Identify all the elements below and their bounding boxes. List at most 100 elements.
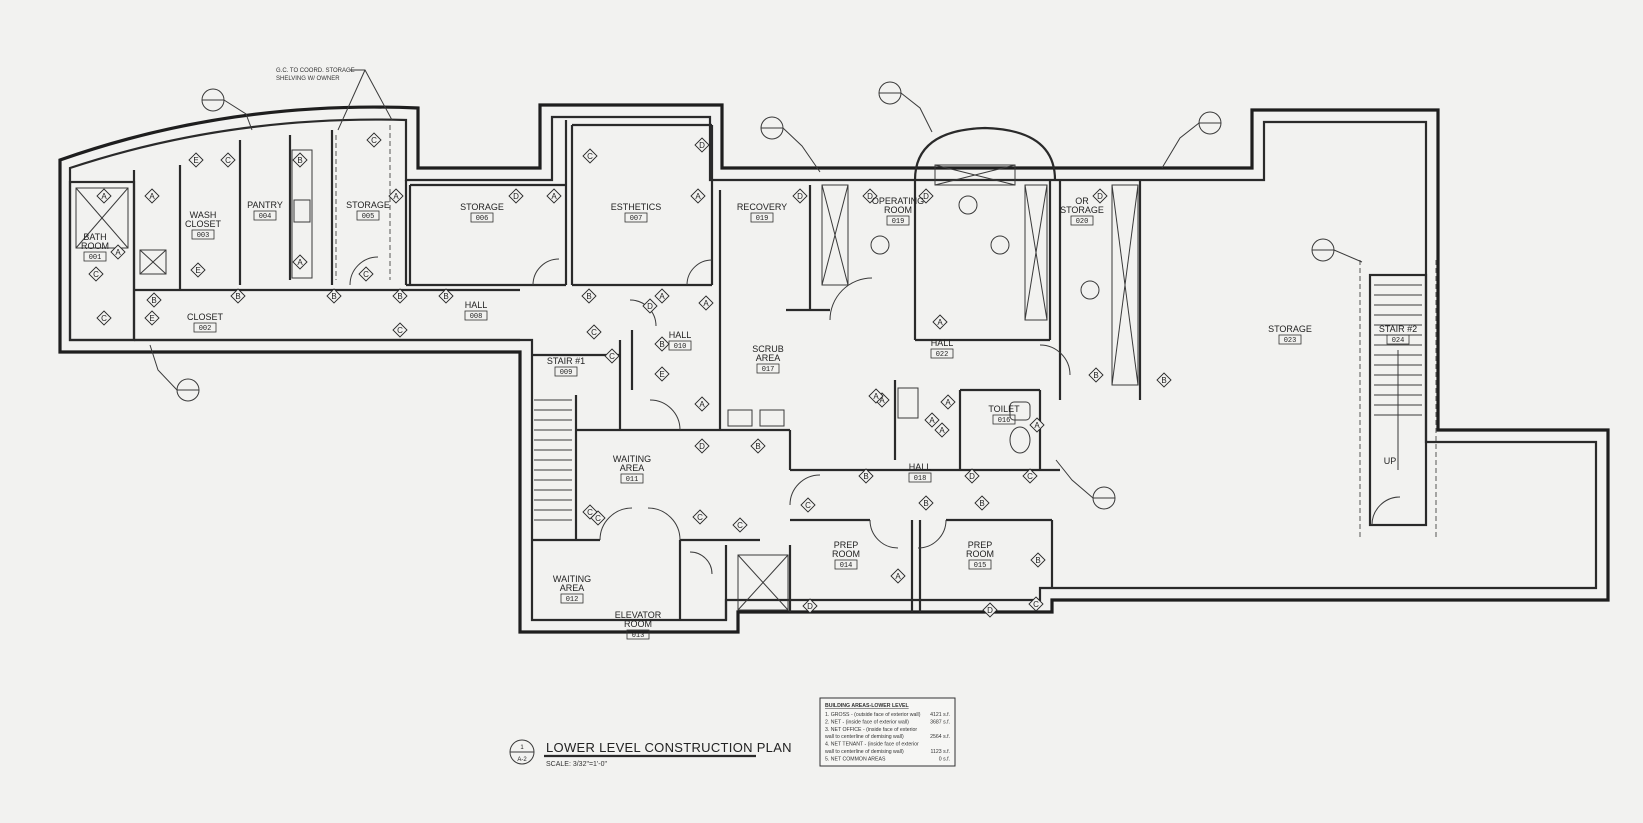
- room-name: HALL: [669, 330, 692, 340]
- room-number: 003: [197, 232, 210, 240]
- wall-tag: B: [1156, 372, 1172, 388]
- room-name: UP: [1384, 456, 1397, 466]
- wall-tag-letter: B: [235, 292, 240, 301]
- drawing-scale: SCALE: 3/32"=1'-0": [546, 761, 607, 768]
- wall-tag: A: [110, 244, 126, 260]
- legend-row-label: 1. GROSS - (outside face of exterior wal…: [825, 712, 921, 718]
- legend-row-value: 0 s.f.: [939, 756, 950, 762]
- wall-tag-letter: B: [1035, 556, 1040, 565]
- room-number: 005: [362, 213, 375, 221]
- room-name-line-2: STORAGE: [1060, 205, 1104, 215]
- room-number-box: [756, 363, 780, 374]
- wall-tag-letter: A: [393, 192, 399, 201]
- wall-tag-letter: B: [1093, 371, 1098, 380]
- room-number: 009: [560, 369, 573, 377]
- wall-tag: C: [586, 324, 602, 340]
- room-number: 001: [89, 254, 102, 262]
- legend-row-value: 1123 s.f.: [930, 749, 950, 755]
- wall-tag-letter: C: [587, 152, 593, 161]
- wall-tag: A: [1029, 417, 1045, 433]
- wall-tag: A: [932, 314, 948, 330]
- room-number: 010: [674, 343, 687, 351]
- legend-heading: BUILDING AREAS-LOWER LEVEL: [825, 703, 910, 709]
- wall-tag: B: [146, 292, 162, 308]
- wall-tag: B: [292, 152, 308, 168]
- wall-tag: C: [582, 148, 598, 164]
- wall-tag-letter: A: [703, 299, 709, 308]
- room-name: TOILET: [988, 404, 1020, 414]
- wall-tag-letter: A: [945, 398, 951, 407]
- wall-tag-letter: D: [1097, 192, 1103, 201]
- room-name: PREP: [968, 540, 993, 550]
- wall-tag: A: [690, 188, 706, 204]
- wall-tag-letter: C: [363, 270, 369, 279]
- room-number: 019: [892, 218, 905, 226]
- note-line-1: G.C. TO COORD. STORAGE: [276, 68, 355, 74]
- wall-tag-letter: A: [873, 392, 879, 401]
- wall-tag-letter: B: [923, 499, 928, 508]
- wall-tag-letter: B: [863, 472, 868, 481]
- room-number: 002: [199, 325, 212, 333]
- wall-tag: E: [144, 310, 160, 326]
- wall-tag-letter: C: [1033, 600, 1039, 609]
- wall-tag-letter: B: [397, 292, 402, 301]
- room-number: 017: [762, 366, 775, 374]
- room-number: 018: [914, 475, 927, 483]
- drawing-title-block: 1 A-2 LOWER LEVEL CONSTRUCTION PLAN SCAL…: [509, 739, 792, 768]
- exterior-wall: [58, 103, 1610, 634]
- wall-tag: C: [220, 152, 236, 168]
- room-number-box: [554, 366, 578, 377]
- wall-tag-letter: D: [797, 192, 803, 201]
- wall-tag-letter: D: [923, 192, 929, 201]
- wall-tag-letter: C: [595, 514, 601, 523]
- room-name: OR: [1075, 196, 1089, 206]
- room-number: 012: [566, 596, 579, 604]
- room-name: WAITING: [553, 574, 591, 584]
- wall-tag-letter: B: [443, 292, 448, 301]
- room-number: 014: [840, 562, 853, 570]
- wall-tag-letter: B: [1161, 376, 1166, 385]
- wall-tag: A: [694, 396, 710, 412]
- wall-tag-letter: C: [609, 352, 615, 361]
- wall-tag-letter: A: [149, 192, 155, 201]
- wall-tag-letter: A: [101, 192, 107, 201]
- wall-tag-letter: A: [695, 192, 701, 201]
- room-name: BATH: [83, 232, 106, 242]
- room-number-box: [886, 215, 910, 226]
- wall-tag-letter: A: [1034, 421, 1040, 430]
- room-number-box: [668, 340, 692, 351]
- room-number-box: [834, 559, 858, 570]
- room-number-box: [193, 322, 217, 333]
- wall-tag: C: [732, 517, 748, 533]
- wall-tag-letter: C: [93, 270, 99, 279]
- wall-tag: A: [654, 288, 670, 304]
- wall-tag: D: [964, 468, 980, 484]
- wall-tag-letter: A: [115, 248, 121, 257]
- wall-tag: C: [1022, 468, 1038, 484]
- room-number-box: [356, 210, 380, 221]
- wall-tag: A: [546, 188, 562, 204]
- room-labels: BATHROOM001CLOSET002WASHCLOSET003PANTRY0…: [81, 196, 1417, 640]
- room-number-box: [464, 310, 488, 321]
- wall-tag: D: [802, 598, 818, 614]
- room-number: 023: [1284, 337, 1297, 345]
- room-name-line-2: AREA: [756, 353, 781, 363]
- room-number-box: [626, 629, 650, 640]
- wall-tag-letter: B: [755, 442, 760, 451]
- wall-tag: B: [750, 438, 766, 454]
- room-number-box: [968, 559, 992, 570]
- room-number-box: [992, 414, 1016, 425]
- wall-tag: B: [392, 288, 408, 304]
- room-number: 008: [470, 313, 483, 321]
- title-symbol-top: 1: [520, 745, 524, 751]
- wall-tag: D: [1092, 188, 1108, 204]
